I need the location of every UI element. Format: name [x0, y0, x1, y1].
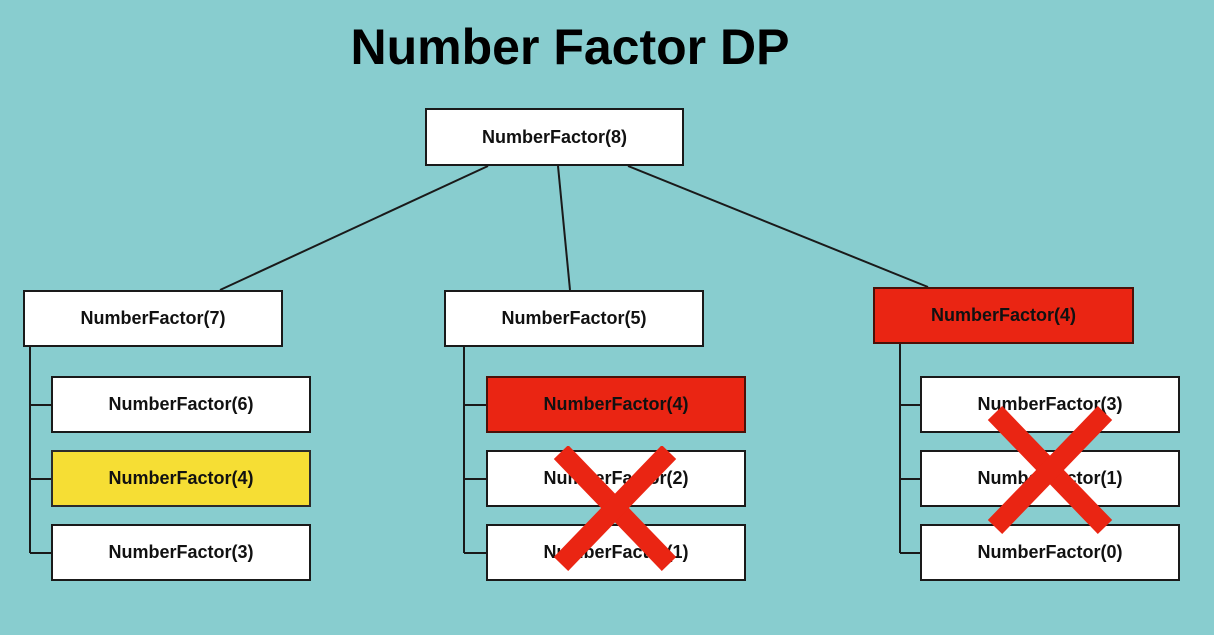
node-root: NumberFactor(8)	[425, 108, 684, 166]
edge-root-to-branch-2	[627, 165, 929, 288]
cross-out-icon-branch-2	[987, 406, 1113, 534]
node-branch-0-child-1: NumberFactor(4)	[51, 450, 311, 507]
node-branch-1-child-0: NumberFactor(4)	[486, 376, 746, 433]
cross-out-icon-branch-1	[553, 446, 677, 571]
node-branch-2-child-2: NumberFactor(0)	[920, 524, 1180, 581]
edge-root-to-branch-0	[219, 165, 489, 291]
node-branch-0-child-2: NumberFactor(3)	[51, 524, 311, 581]
node-branch-2-child-0: NumberFactor(3)	[920, 376, 1180, 433]
edge-root-to-branch-1	[557, 165, 571, 291]
node-branch-0-child-0: NumberFactor(6)	[51, 376, 311, 433]
diagram-title: Number Factor DP	[350, 19, 790, 75]
node-branch-2: NumberFactor(4)	[873, 287, 1134, 344]
node-branch-0: NumberFactor(7)	[23, 290, 283, 347]
node-branch-1: NumberFactor(5)	[444, 290, 704, 347]
